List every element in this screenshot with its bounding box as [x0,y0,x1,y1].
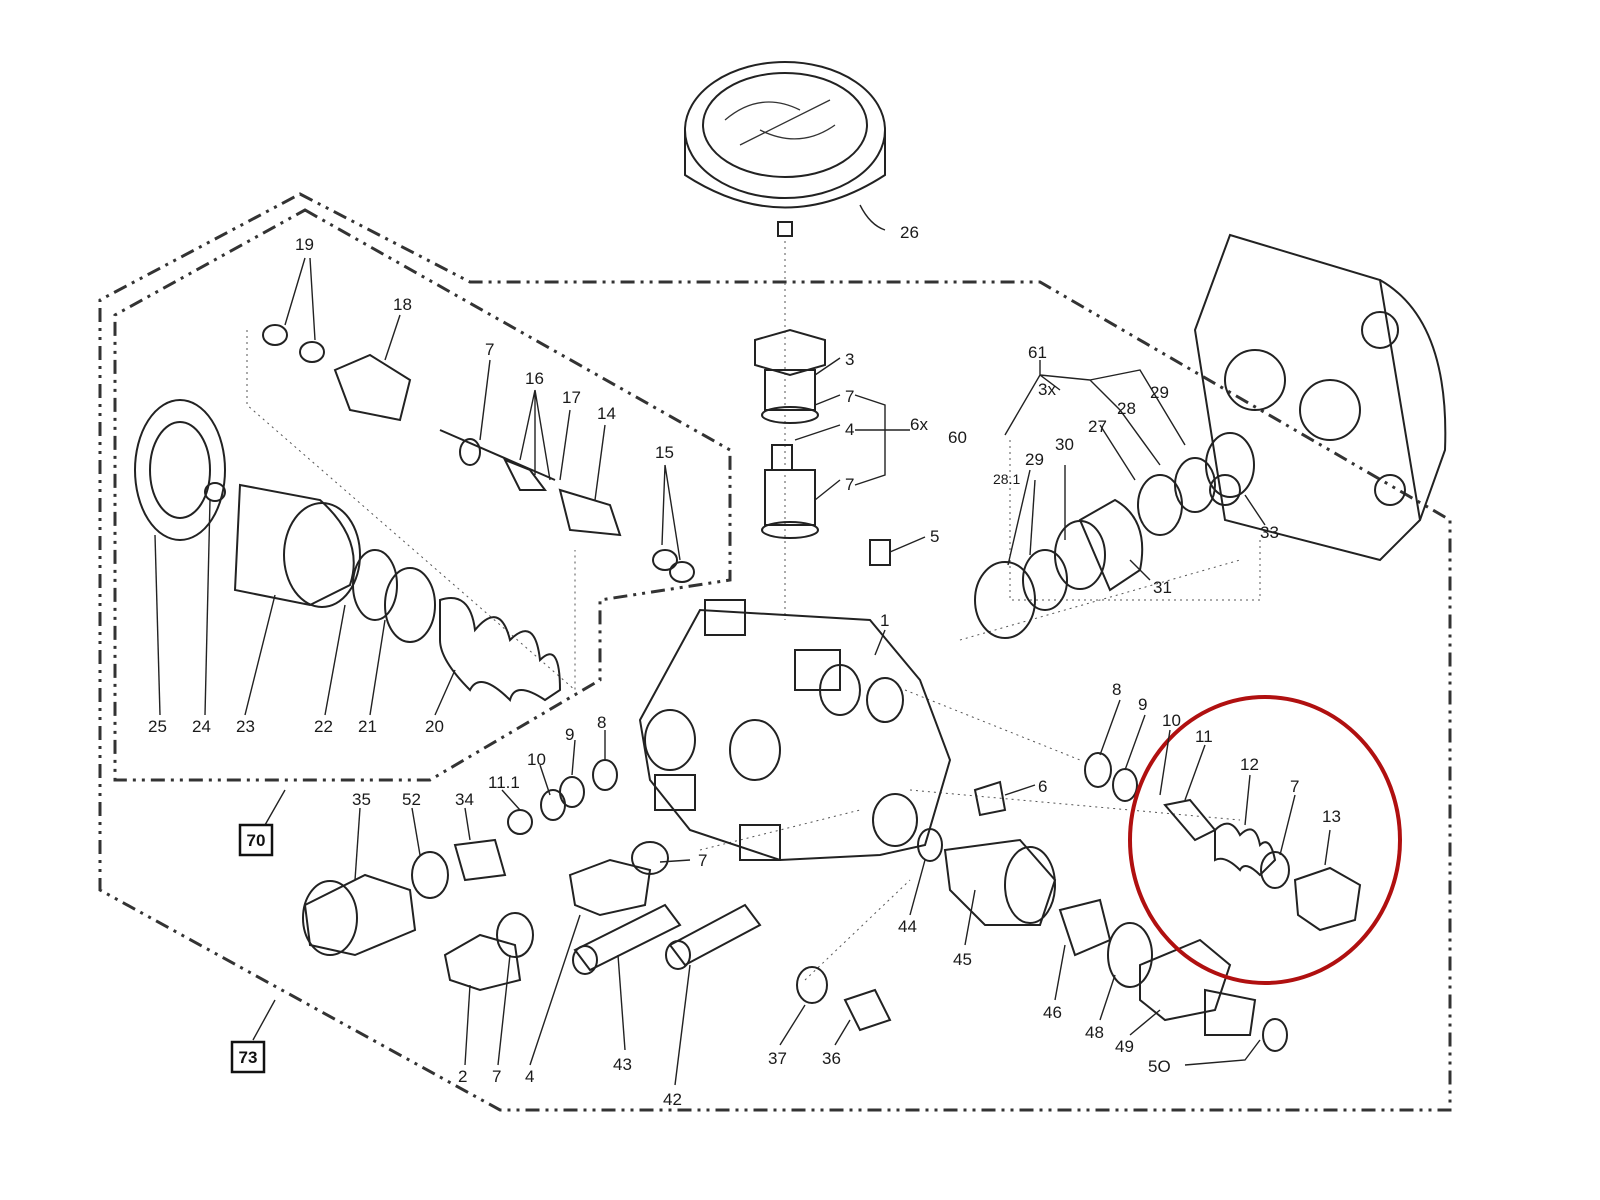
label-7: 7 [1290,777,1299,796]
seal-stack-27-33 [974,432,1255,639]
label-14: 14 [597,404,616,423]
label-7: 7 [698,851,707,870]
box-70 [238,823,274,857]
label-43: 43 [613,1055,632,1074]
label-49: 49 [1115,1037,1134,1056]
label-25: 25 [148,717,167,736]
label-60: 60 [948,428,967,447]
label-4: 4 [525,1067,534,1086]
unloader-group-parts [134,324,695,702]
label-27: 27 [1088,417,1107,436]
label-11: 11 [1195,727,1213,746]
label-8: 8 [597,713,606,732]
label-6: 6 [1038,777,1047,796]
label-19: 19 [295,235,314,254]
part-labels: 26 19 18 7 16 17 14 15 3 7 4 6x 60 7 5 1… [148,223,1341,1109]
label-21: 21 [358,717,377,736]
label-18: 18 [393,295,412,314]
label-5: 5 [930,527,939,546]
highlight-circle [1128,695,1402,985]
label-7: 7 [845,475,854,494]
label-28-1: 28.1 [993,471,1020,487]
label-34: 34 [455,790,474,809]
label-4: 4 [845,420,854,439]
label-22: 22 [314,717,333,736]
label-13: 13 [1322,807,1341,826]
pump-head-flange [1193,233,1447,562]
label-37: 37 [768,1049,787,1068]
box-70-label: 70 [247,831,266,850]
label-28: 28 [1117,399,1136,418]
box-73 [230,1040,266,1074]
label-8: 8 [1112,680,1121,699]
label-33: 33 [1260,523,1279,542]
label-15: 15 [655,443,674,462]
pressure-gauge [684,61,886,237]
label-9: 9 [565,725,574,744]
label-16: 16 [525,369,544,388]
label-7: 7 [492,1067,501,1086]
label-9: 9 [1138,695,1147,714]
label-20: 20 [425,717,444,736]
label-7: 7 [845,387,854,406]
label-17: 17 [562,388,581,407]
label-29: 29 [1150,383,1169,402]
label-23: 23 [236,717,255,736]
label-12: 12 [1240,755,1259,774]
box-73-label: 73 [239,1048,258,1067]
label-36: 36 [822,1049,841,1068]
label-3x: 3x [1038,380,1056,399]
label-29: 29 [1025,450,1044,469]
group-70-boundary [113,208,732,782]
label-1: 1 [880,611,889,630]
leader-lines [154,204,1331,1086]
label-30: 30 [1055,435,1074,454]
highlighted-valve-parts [1163,798,1362,932]
label-44: 44 [898,917,917,936]
label-26: 26 [900,223,919,242]
label-42: 42 [663,1090,682,1109]
label-46: 46 [1043,1003,1062,1022]
label-61: 61 [1028,343,1047,362]
label-10: 10 [1162,711,1181,730]
label-35: 35 [352,790,371,809]
label-11-1: 11.1 [488,773,520,792]
label-24: 24 [192,717,211,736]
bottom-left-parts [302,759,892,1032]
plug-5 [869,539,891,566]
label-48: 48 [1085,1023,1104,1042]
label-3: 3 [845,350,854,369]
label-31: 31 [1153,578,1172,597]
valve-assembly-3-4 [754,328,826,539]
label-45: 45 [953,950,972,969]
label-6x: 6x [910,415,928,434]
manifold-body [638,599,952,862]
label-7: 7 [485,340,494,359]
group-73-boundary [98,192,1452,1112]
label-52: 52 [402,790,421,809]
label-50: 5O [1148,1057,1171,1076]
label-10: 10 [527,750,546,769]
label-2: 2 [458,1067,467,1086]
bottom-right-parts [917,752,1288,1052]
